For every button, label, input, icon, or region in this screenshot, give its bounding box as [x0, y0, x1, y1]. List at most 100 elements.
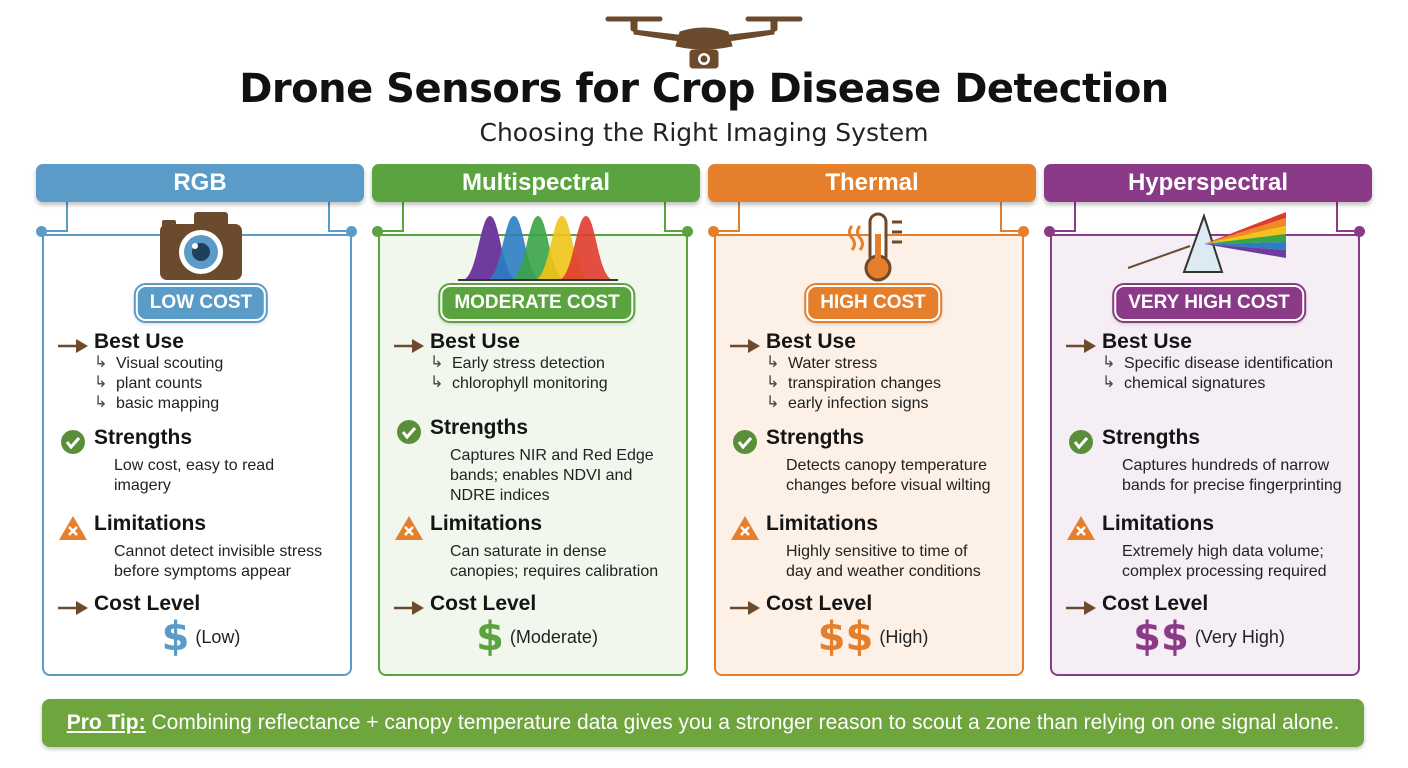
drone-icon — [605, 16, 803, 69]
dollar-sign: $ — [476, 614, 504, 660]
check-circle-icon — [394, 419, 424, 445]
dollar-sign: $$ — [817, 614, 874, 660]
return-arrow-icon: ↳ — [766, 354, 780, 371]
best-use-item: ↳chemical signatures — [1102, 374, 1266, 392]
sensor-column-rgb: RGB LOW COST Best Use↳Visual scouting ↳plan… — [36, 164, 366, 676]
cost-level-heading: Cost Level — [1102, 592, 1209, 615]
cost-label: (Moderate) — [509, 626, 598, 647]
limitations-text: complex processing required — [1122, 563, 1327, 580]
limitations-text: Highly sensitive to time of — [786, 543, 968, 560]
check-circle-icon — [730, 429, 760, 455]
strengths-text: Low cost, easy to read — [114, 457, 275, 474]
page-subtitle: Choosing the Right Imaging System — [479, 118, 929, 147]
strengths-text: imagery — [114, 477, 171, 494]
arrow-right-icon — [394, 333, 424, 359]
strengths-text: bands for precise fingerprinting — [1122, 477, 1342, 494]
sensor-header: Multispectral — [372, 164, 700, 202]
thermometer-icon — [788, 208, 958, 284]
limitations-text: Can saturate in dense — [450, 543, 607, 560]
cost-level-heading: Cost Level — [430, 592, 537, 615]
arrow-right-icon — [394, 595, 424, 621]
sensor-header: Thermal — [708, 164, 1036, 202]
best-use-item: ↳early infection signs — [766, 394, 929, 412]
best-use-heading: Best Use — [1102, 330, 1192, 353]
strengths-heading: Strengths — [766, 426, 865, 449]
return-arrow-icon: ↳ — [430, 374, 444, 391]
cost-level: $(Low) — [36, 614, 366, 660]
strengths-text: Captures NIR and Red Edge — [450, 447, 654, 464]
best-use-item: ↳Early stress detection — [430, 354, 605, 372]
pro-tip-text: Combining reflectance + canopy temperatu… — [145, 711, 1340, 734]
arrow-right-icon — [58, 595, 88, 621]
limitations-text: Cannot detect invisible stress — [114, 543, 323, 560]
limitations-heading: Limitations — [766, 512, 879, 535]
check-circle-icon — [1066, 429, 1096, 455]
best-use-item: ↳Water stress — [766, 354, 878, 372]
connector-dot — [708, 226, 719, 237]
limitations-text: before symptoms appear — [114, 563, 291, 580]
strengths-text: Captures hundreds of narrow — [1122, 457, 1330, 474]
best-use-item: ↳chlorophyll monitoring — [430, 374, 608, 392]
best-use-heading: Best Use — [430, 330, 520, 353]
prism-icon — [1124, 208, 1294, 284]
return-arrow-icon: ↳ — [430, 354, 444, 371]
return-arrow-icon: ↳ — [766, 394, 780, 411]
limitations-text: canopies; requires calibration — [450, 563, 659, 580]
cost-badge: VERY HIGH COST — [1114, 285, 1304, 321]
check-circle-icon — [58, 429, 88, 455]
pro-tip-banner: Pro Tip: Combining reflectance + canopy … — [42, 699, 1364, 747]
cost-badge: LOW COST — [135, 285, 267, 321]
cost-badge: HIGH COST — [806, 285, 940, 321]
camera-icon — [116, 208, 286, 284]
sensor-header: RGB — [36, 164, 364, 202]
warning-icon — [58, 515, 88, 541]
limitations-heading: Limitations — [430, 512, 543, 535]
arrow-right-icon — [1066, 333, 1096, 359]
connector-dot — [36, 226, 47, 237]
connector-dot — [682, 226, 693, 237]
best-use-item: ↳plant counts — [94, 374, 203, 392]
arrow-right-icon — [730, 333, 760, 359]
best-use-item: ↳basic mapping — [94, 394, 220, 412]
return-arrow-icon: ↳ — [1102, 354, 1116, 371]
cost-badge: MODERATE COST — [440, 285, 634, 321]
dollar-sign: $ — [161, 614, 190, 660]
limitations-text: day and weather conditions — [786, 563, 981, 580]
strengths-text: bands; enables NDVI and — [450, 467, 633, 484]
strengths-text: changes before visual wilting — [786, 477, 991, 494]
pro-tip-label: Pro Tip: — [66, 711, 146, 734]
cost-label: (Very High) — [1194, 626, 1285, 647]
arrow-right-icon — [1066, 595, 1096, 621]
arrow-right-icon — [730, 595, 760, 621]
strengths-text: NDRE indices — [450, 487, 550, 504]
cost-level: $$(Very High) — [1044, 614, 1374, 660]
return-arrow-icon: ↳ — [1102, 374, 1116, 391]
warning-icon — [1066, 515, 1096, 541]
return-arrow-icon: ↳ — [94, 374, 108, 391]
warning-icon — [394, 515, 424, 541]
connector-dot — [346, 226, 357, 237]
connector-dot — [372, 226, 383, 237]
strengths-heading: Strengths — [94, 426, 193, 449]
best-use-item: ↳Visual scouting — [94, 354, 224, 372]
sensor-header: Hyperspectral — [1044, 164, 1372, 202]
warning-icon — [730, 515, 760, 541]
limitations-heading: Limitations — [94, 512, 207, 535]
cost-label: (High) — [879, 626, 929, 647]
connector-dot — [1044, 226, 1055, 237]
strengths-heading: Strengths — [1102, 426, 1201, 449]
cost-level: $$(High) — [708, 614, 1038, 660]
best-use-heading: Best Use — [94, 330, 184, 353]
limitations-heading: Limitations — [1102, 512, 1215, 535]
strengths-text: Detects canopy temperature — [786, 457, 987, 474]
best-use-item: ↳transpiration changes — [766, 374, 941, 392]
best-use-item: ↳Specific disease identification — [1102, 354, 1334, 372]
strengths-heading: Strengths — [430, 416, 529, 439]
cost-label: (Low) — [195, 626, 241, 647]
return-arrow-icon: ↳ — [94, 354, 108, 371]
connector-dot — [1354, 226, 1365, 237]
spectrum-curves-icon — [452, 208, 622, 284]
